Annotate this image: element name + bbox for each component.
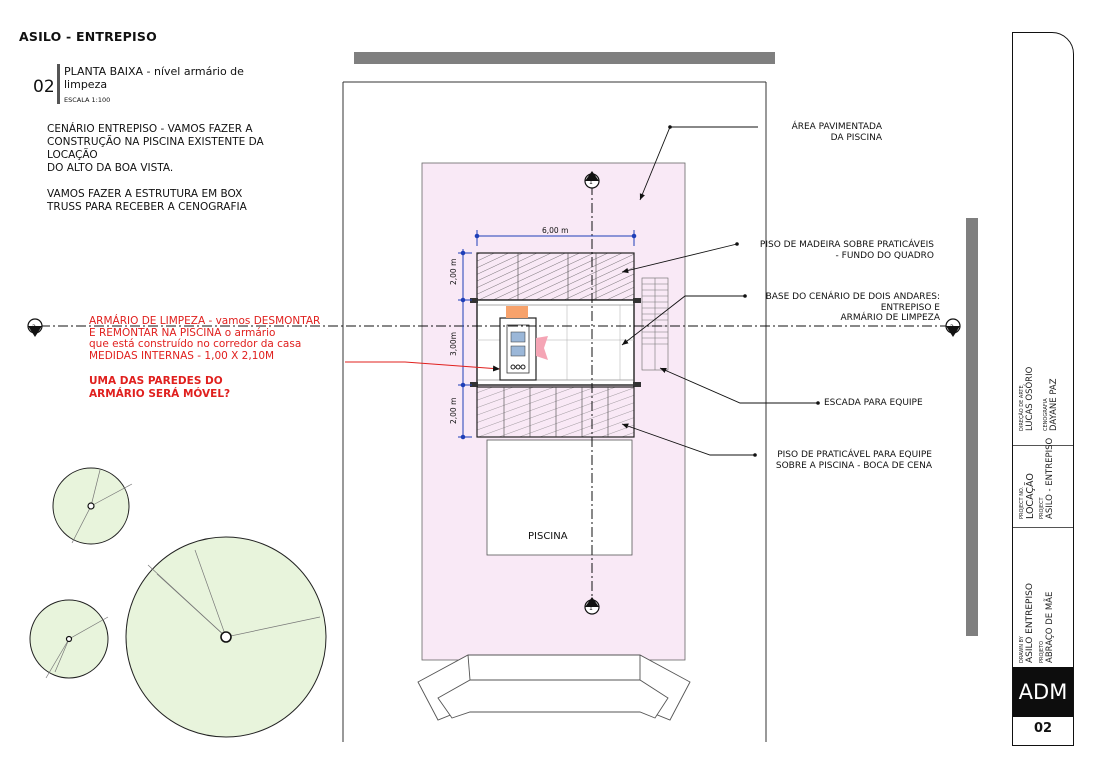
scenography-name: DAYANE PAZ — [1049, 378, 1059, 431]
svg-text:2: 2 — [32, 324, 36, 331]
projeto-value: ABRAÇO DE MÃE — [1045, 591, 1055, 663]
dimension-mid-depth-label: 3,00m — [449, 332, 458, 356]
svg-text:2: 2 — [950, 324, 954, 331]
project-notes: CENÁRIO ENTREPISO - VAMOS FAZER A CONSTR… — [47, 123, 264, 213]
section-marker-left: 2 — [27, 318, 43, 337]
closet-leader-line — [345, 361, 501, 372]
sheet-title: ASILO - ENTREPISO — [19, 29, 157, 44]
section-marker-top: 1 — [584, 171, 600, 189]
right-wall-bar — [966, 218, 978, 636]
top-wall-bar — [354, 52, 775, 64]
tree-large — [125, 536, 327, 738]
annotation-scenery-base: BASE DO CENÁRIO DE DOIS ANDARES: ENTREPI… — [765, 292, 940, 323]
pool — [486, 439, 633, 556]
annotation-team-platform: PISO DE PRATICÁVEL PARA EQUIPE SOBRE A P… — [775, 450, 932, 471]
team-platform — [476, 386, 635, 438]
svg-text:1: 1 — [589, 179, 593, 186]
view-title: PLANTA BAIXA - nível armário de limpeza — [64, 65, 244, 91]
title-block-divider — [1013, 527, 1073, 528]
annotation-wood-floor: PISO DE MADEIRA SOBRE PRATICÁVEIS - FUND… — [759, 240, 934, 261]
dimension-top-depth-label: 2,00 m — [449, 259, 458, 285]
svg-text:1: 1 — [589, 605, 593, 612]
view-divider — [57, 64, 60, 104]
project-code-block: ADM — [1013, 667, 1073, 717]
closet-question: UMA DAS PAREDES DO ARMÁRIO SERÁ MÓVEL? — [89, 375, 231, 400]
pool-label: PISCINA — [528, 531, 568, 542]
dimension-bottom-depth-label: 2,00 m — [449, 398, 458, 424]
entrance-steps — [417, 654, 691, 721]
annotation-paved-area: ÁREA PAVIMENTADA DA PISCINA — [791, 122, 882, 143]
title-block: DIREÇÃO DE ARTE LUCAS OSÓRIO CENOGRAFIA … — [1012, 32, 1074, 746]
project-no-value: LOCAÇÃO — [1025, 473, 1036, 519]
section-marker-bottom: 1 — [584, 597, 600, 615]
tree-small-bottom — [29, 599, 109, 679]
cleaning-closet — [499, 306, 548, 381]
view-number: 02 — [33, 77, 55, 97]
title-block-divider — [1013, 445, 1073, 446]
wood-floor-platform — [476, 252, 635, 301]
project-value: ASILO - ENTREPISO — [1045, 437, 1055, 519]
closet-note: ARMÁRIO DE LIMPEZA - vamos DESMONTAR E R… — [89, 315, 321, 362]
direction-name: LUCAS OSÓRIO — [1025, 366, 1035, 431]
drawn-by-value: ASILO ENTREPISO — [1025, 583, 1035, 663]
tree-small-top — [52, 467, 133, 545]
dimension-width-label: 6,00 m — [542, 226, 568, 235]
sheet-number: 02 — [1033, 721, 1053, 736]
view-scale: ESCALA 1:100 — [64, 96, 111, 104]
dimension-depth — [458, 249, 472, 440]
section-marker-right: 2 — [945, 318, 961, 337]
annotation-stairs: ESCADA PARA EQUIPE — [824, 398, 923, 408]
